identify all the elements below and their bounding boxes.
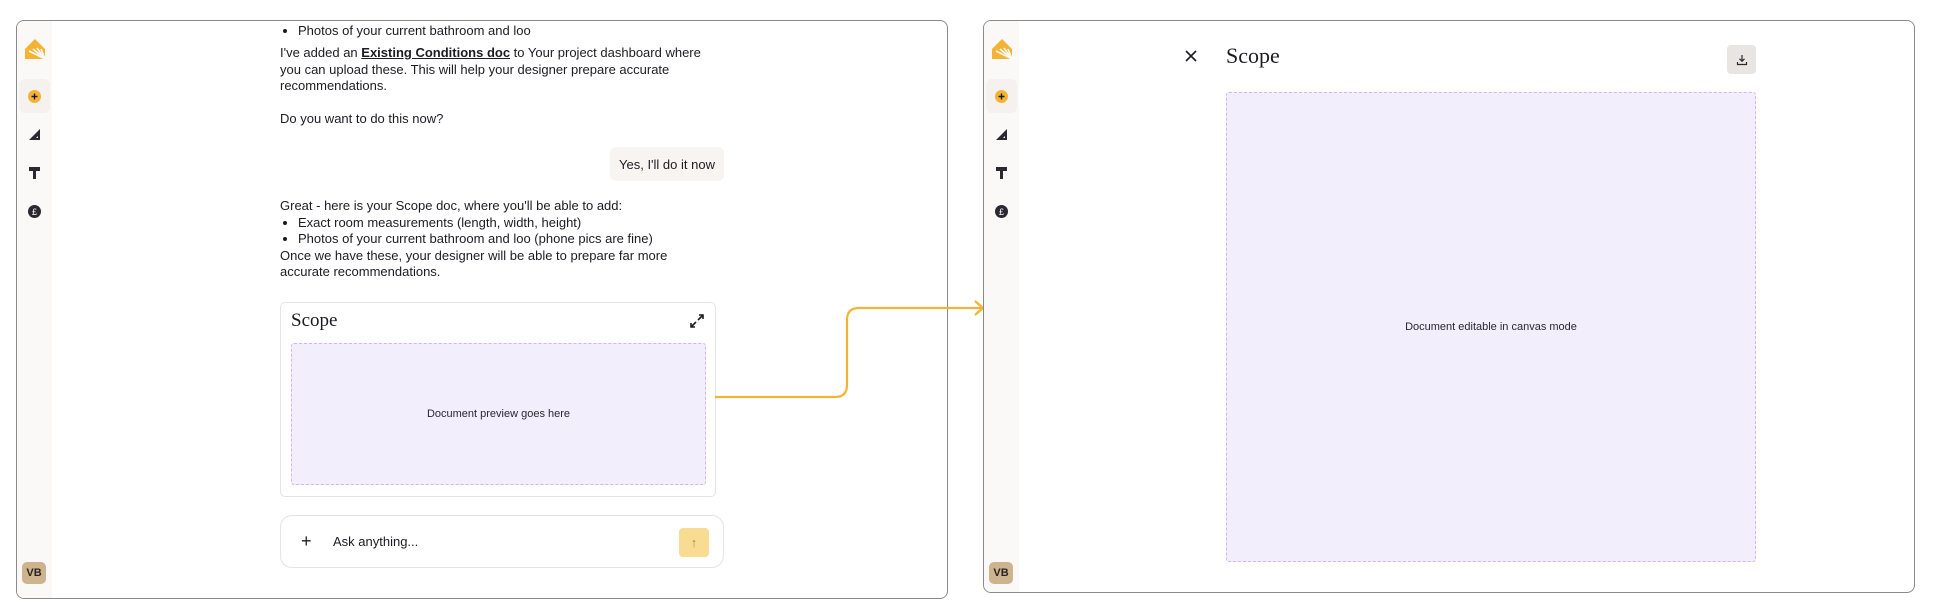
user-message: Yes, I'll do it now — [610, 147, 724, 181]
set-square-icon — [29, 129, 40, 140]
message-text: to Your project dashboard where you can … — [280, 45, 701, 93]
download-button[interactable] — [1727, 45, 1756, 74]
document-preview: Document preview goes here — [291, 343, 706, 485]
canvas-title: Scope — [1226, 43, 1280, 68]
set-square-icon — [996, 129, 1007, 140]
add-circle-icon — [28, 89, 41, 103]
assistant-message: I've added an Existing Conditions doc to… — [280, 45, 720, 95]
svg-text:£: £ — [32, 207, 37, 217]
pound-coin-icon: £ — [28, 205, 41, 218]
avatar[interactable]: VB — [989, 562, 1013, 584]
close-icon[interactable] — [1185, 50, 1197, 62]
chat-input[interactable]: Ask anything... — [333, 534, 419, 549]
sidebar-item-budget[interactable]: £ — [993, 203, 1010, 220]
clipped-bullet: Photos of your current bathroom and loo — [280, 23, 531, 40]
sidebar-item-build[interactable] — [26, 164, 43, 181]
download-icon — [1736, 54, 1747, 65]
canvas-window: £ VB Scope Document editable in canvas m… — [983, 20, 1915, 593]
avatar[interactable]: VB — [22, 562, 46, 584]
logo-icon[interactable] — [23, 37, 47, 61]
expand-icon[interactable] — [689, 313, 705, 329]
plus-icon[interactable]: + — [301, 531, 312, 551]
arrow-up-icon: ↑ — [690, 535, 698, 550]
pound-coin-icon: £ — [995, 205, 1008, 218]
logo-icon[interactable] — [990, 37, 1014, 61]
add-circle-icon — [995, 89, 1008, 103]
hammer-icon — [996, 166, 1007, 179]
sidebar-item-build[interactable] — [993, 164, 1010, 181]
bullet-item: Exact room measurements (length, width, … — [298, 215, 720, 232]
doc-title: Scope — [291, 310, 338, 331]
hammer-icon — [29, 166, 40, 179]
sidebar-item-new[interactable] — [986, 79, 1017, 113]
assistant-message: Do you want to do this now? — [280, 111, 444, 126]
svg-text:£: £ — [999, 207, 1004, 217]
message-text: I've added an — [280, 45, 362, 60]
bullet-item: Photos of your current bathroom and loo — [298, 23, 531, 40]
message-text: Great - here is your Scope doc, where yo… — [280, 198, 623, 213]
message-text: Once we have these, your designer will b… — [280, 247, 668, 280]
send-button[interactable]: ↑ — [679, 528, 709, 557]
sidebar: £ VB — [984, 21, 1019, 592]
chat-composer[interactable]: + Ask anything... ↑ — [280, 515, 724, 568]
sidebar: £ VB — [17, 21, 52, 598]
sidebar-item-new[interactable] — [19, 79, 50, 113]
sidebar-item-design[interactable] — [26, 126, 43, 143]
existing-conditions-link[interactable]: Existing Conditions doc — [361, 45, 511, 60]
sidebar-item-design[interactable] — [993, 126, 1010, 143]
bullet-item: Photos of your current bathroom and loo … — [298, 231, 720, 248]
sidebar-item-budget[interactable]: £ — [26, 203, 43, 220]
chat-window: £ VB Photos of your current bathroom and… — [16, 20, 948, 599]
scope-doc-card[interactable]: Scope Document preview goes here — [280, 302, 716, 497]
assistant-message: Great - here is your Scope doc, where yo… — [280, 198, 720, 281]
document-canvas[interactable]: Document editable in canvas mode — [1226, 92, 1756, 562]
